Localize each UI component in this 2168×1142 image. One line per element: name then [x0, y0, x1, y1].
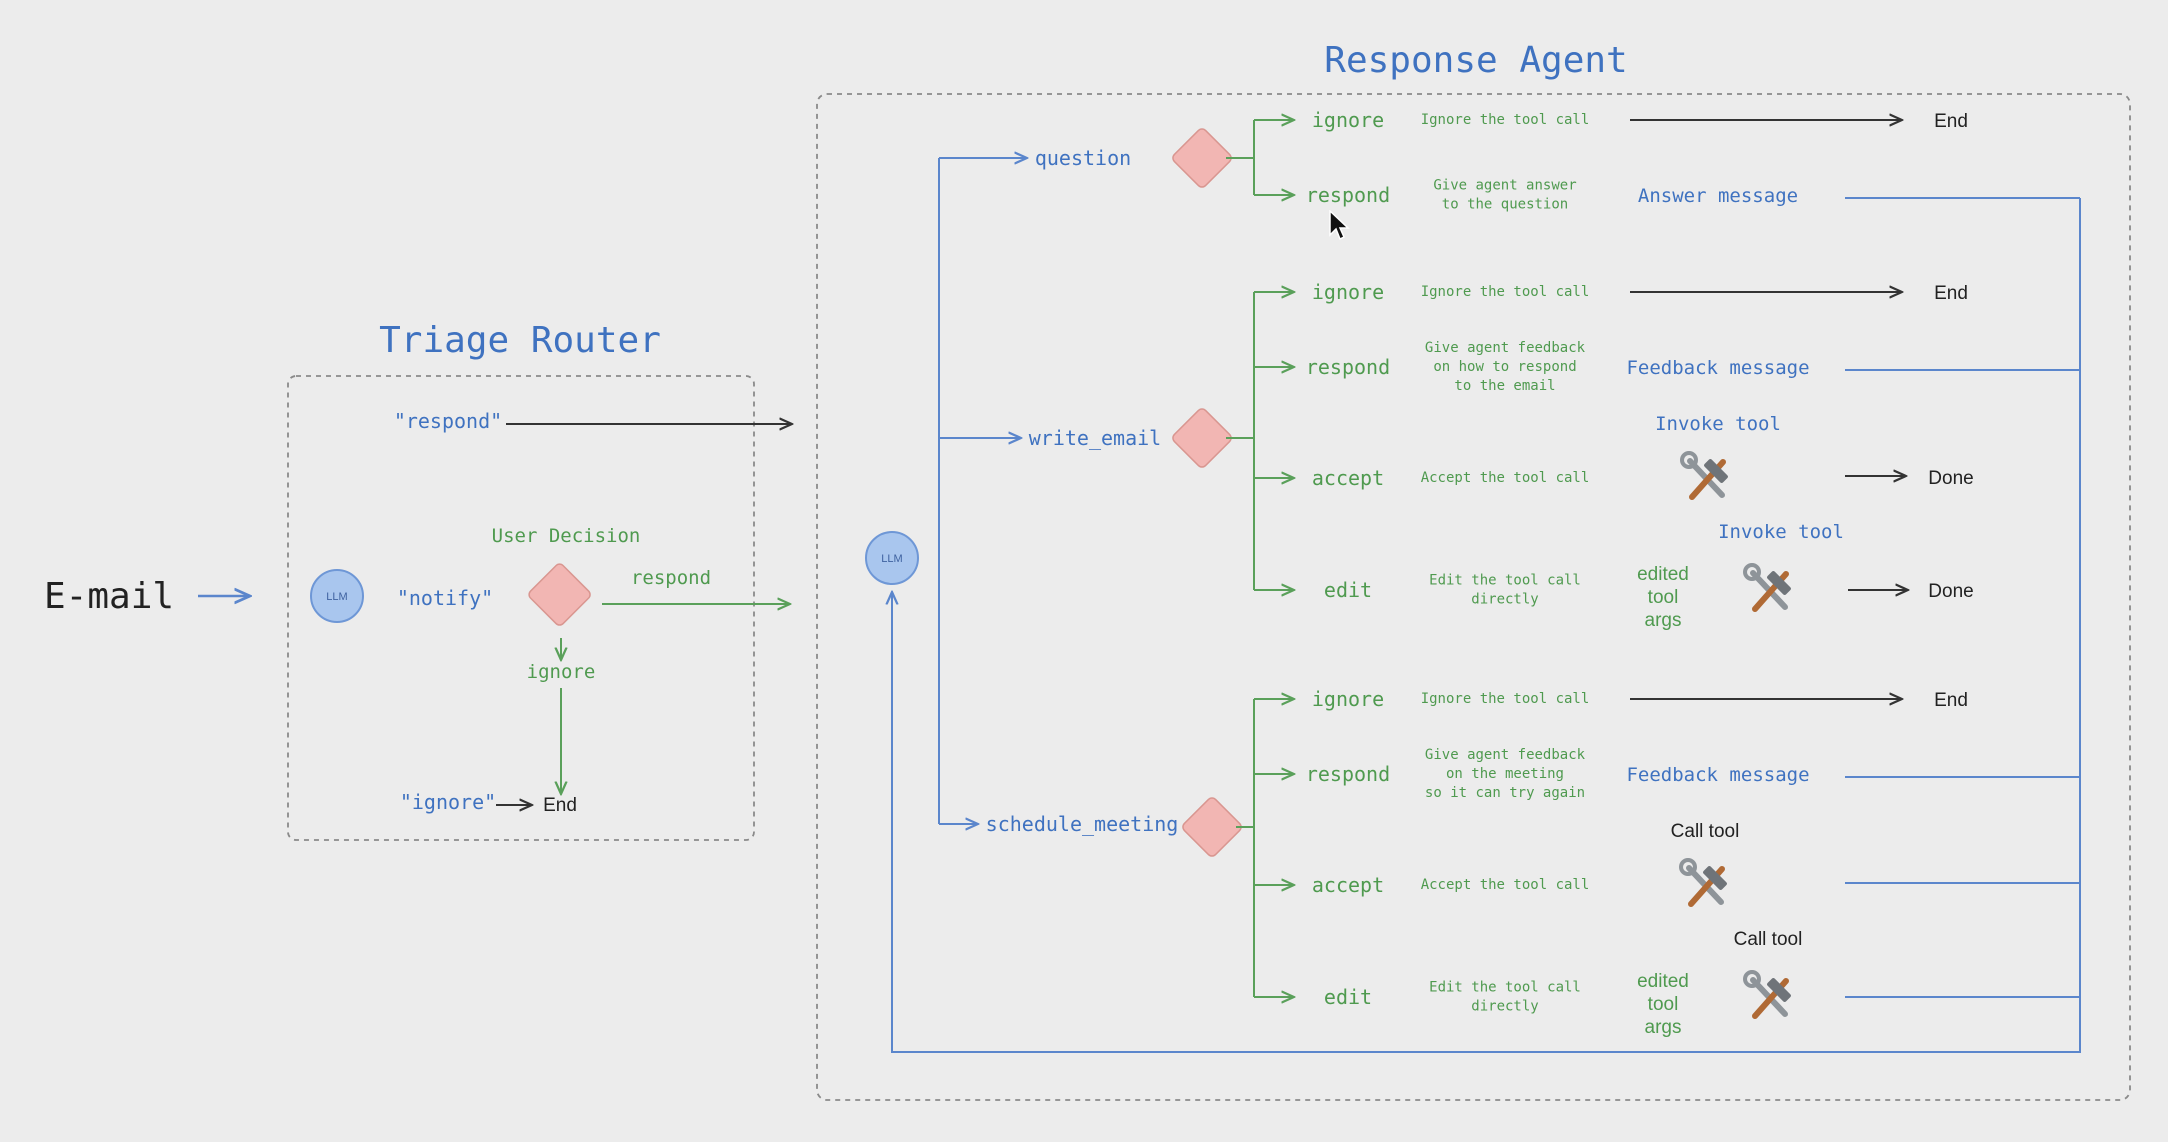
hammer-wrench-icon: [1743, 563, 1791, 612]
feedback-message-label: Feedback message: [1626, 357, 1809, 379]
option-label-respond: respond: [1306, 762, 1390, 786]
option-label-ignore: ignore: [1312, 280, 1384, 304]
option-label-ignore: ignore: [1312, 687, 1384, 711]
end-label: End: [1934, 111, 1968, 132]
option-description-line: to the question: [1442, 197, 1568, 213]
response-agent-title: Response Agent: [1324, 40, 1627, 81]
option-label-ignore: ignore: [1312, 108, 1384, 132]
hammer-wrench-icon: [1743, 970, 1791, 1019]
option-label-respond: respond: [1306, 183, 1390, 207]
option-label-edit: edit: [1324, 578, 1372, 602]
triage-ignore-route-label: "ignore": [400, 790, 496, 814]
user-decision-label: User Decision: [492, 525, 641, 547]
done-label: Done: [1928, 581, 1973, 602]
edited-tool-args-label: args: [1645, 610, 1682, 631]
agent-llm-node: LLM: [865, 531, 919, 585]
edited-tool-args-label: args: [1645, 1017, 1682, 1038]
option-description-line: directly: [1471, 999, 1538, 1015]
tool-call-label: Call tool: [1671, 821, 1740, 842]
feedback-loop-line: [892, 198, 2081, 1053]
end-label: End: [1934, 690, 1968, 711]
response-agent-box: [816, 93, 2131, 1101]
tool-label-write_email: write_email: [1029, 426, 1161, 450]
triage-notify-route-label: "notify": [397, 586, 493, 610]
triage-router-box: [287, 375, 755, 841]
triage-end-label: End: [543, 795, 577, 816]
option-description-line: to the email: [1454, 378, 1555, 394]
option-description-line: on the meeting: [1446, 766, 1564, 782]
triage-decision-diamond: [528, 563, 591, 626]
option-description-line: Ignore the tool call: [1421, 284, 1590, 300]
option-description-line: on how to respond: [1433, 359, 1576, 375]
option-description-line: Accept the tool call: [1421, 470, 1590, 486]
triage-respond-label: respond: [631, 567, 711, 589]
email-label: E-mail: [44, 576, 174, 617]
edited-tool-args-label: tool: [1648, 587, 1679, 608]
decision-diamond-question: [1172, 128, 1232, 188]
option-label-respond: respond: [1306, 355, 1390, 379]
feedback-message-label: Feedback message: [1626, 764, 1809, 786]
tool-label-schedule_meeting: schedule_meeting: [986, 812, 1179, 836]
feedback-message-label: Answer message: [1638, 185, 1798, 207]
triage-llm-node: LLM: [310, 569, 364, 623]
decision-diamond-schedule_meeting: [1182, 797, 1242, 857]
hammer-wrench-icon: [1679, 858, 1727, 907]
option-description-line: Ignore the tool call: [1421, 691, 1590, 707]
tool-call-label: Call tool: [1734, 929, 1803, 950]
option-description-line: so it can try again: [1425, 785, 1585, 801]
edited-tool-args-label: tool: [1648, 994, 1679, 1015]
option-description-line: Give agent feedback: [1425, 747, 1586, 763]
tool-call-label: Invoke tool: [1655, 413, 1781, 435]
triage-ignore-label: ignore: [527, 661, 596, 683]
option-description-line: Accept the tool call: [1421, 877, 1590, 893]
done-label: Done: [1928, 468, 1973, 489]
option-description-line: Edit the tool call: [1429, 980, 1581, 996]
option-description-line: Give agent answer: [1433, 178, 1576, 194]
end-label: End: [1934, 283, 1968, 304]
option-label-accept: accept: [1312, 873, 1384, 897]
option-description-line: Ignore the tool call: [1421, 112, 1590, 128]
option-description-line: directly: [1471, 592, 1538, 608]
edited-tool-args-label: edited: [1637, 971, 1689, 992]
triage-llm-label: LLM: [326, 591, 347, 603]
edited-tool-args-label: edited: [1637, 564, 1689, 585]
option-label-edit: edit: [1324, 985, 1372, 1009]
triage-respond-route-label: "respond": [394, 409, 502, 433]
option-description-line: Edit the tool call: [1429, 573, 1581, 589]
tool-call-label: Invoke tool: [1718, 521, 1844, 543]
option-label-accept: accept: [1312, 466, 1384, 490]
triage-router-title: Triage Router: [379, 320, 661, 361]
option-description-line: Give agent feedback: [1425, 340, 1586, 356]
tool-label-question: question: [1035, 146, 1131, 170]
agent-llm-label: LLM: [881, 553, 902, 565]
decision-diamond-write_email: [1172, 408, 1232, 468]
hammer-wrench-icon: [1680, 451, 1728, 500]
